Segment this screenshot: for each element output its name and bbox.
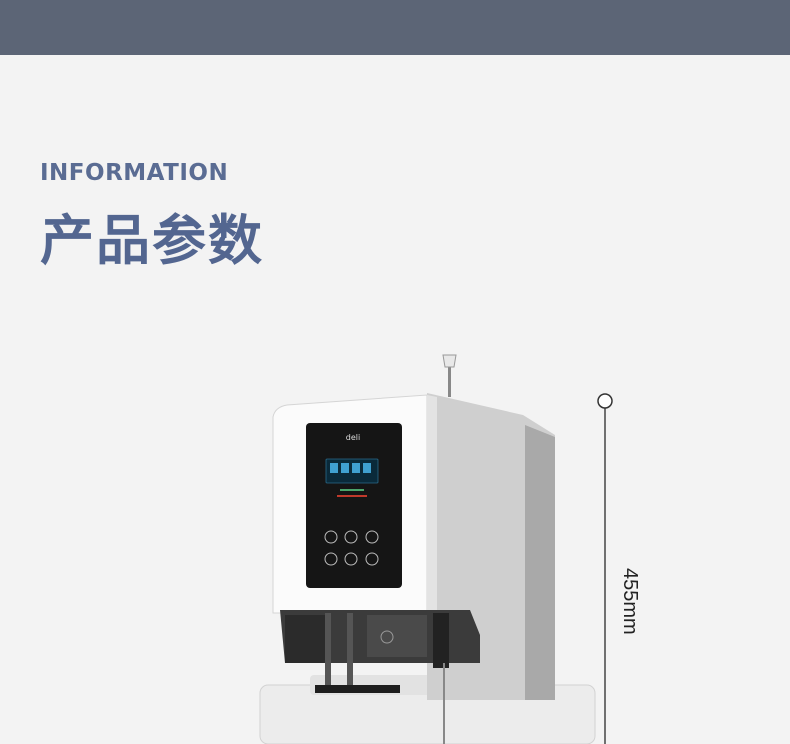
height-dimension-label: 455mm (619, 568, 641, 635)
brand-logo: deli (346, 433, 360, 442)
section-eyebrow: INFORMATION (40, 160, 229, 186)
binding-machine-image: deli (259, 354, 613, 744)
top-band (0, 0, 790, 55)
section-title: 产品参数 (40, 209, 264, 272)
